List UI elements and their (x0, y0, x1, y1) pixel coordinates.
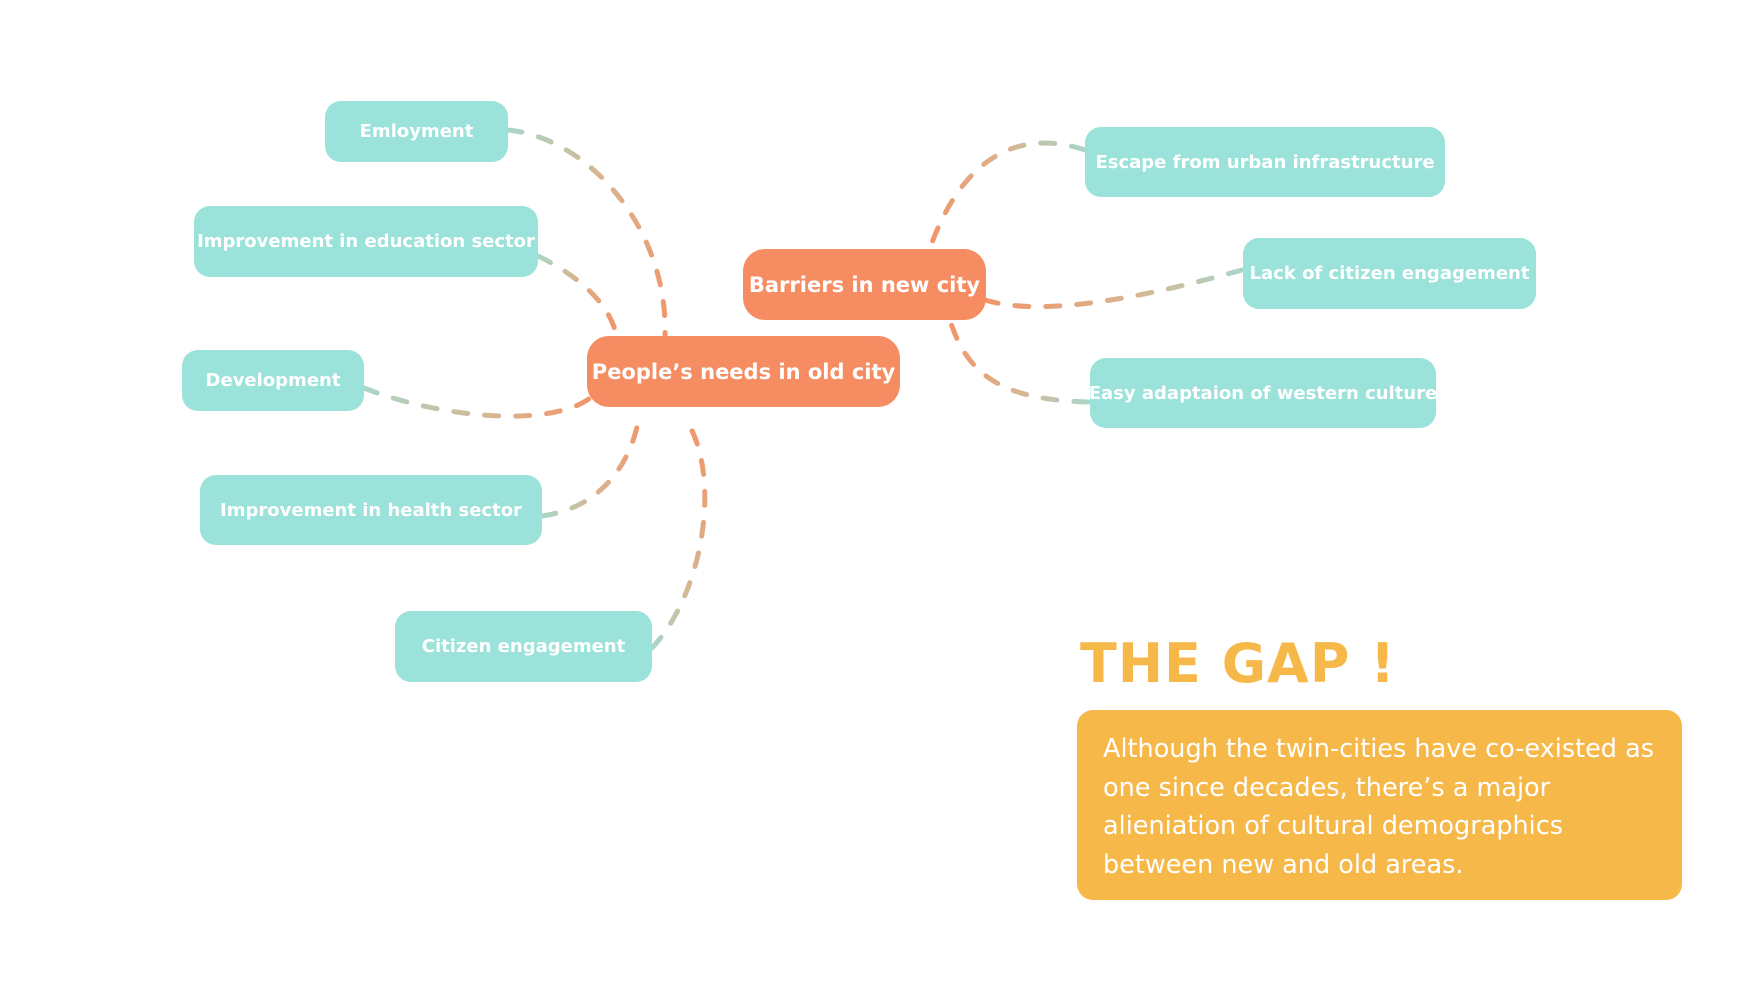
link-education (535, 253, 618, 333)
need-citizen-engagement: Citizen engagement (395, 611, 652, 682)
gap-heading: THE GAP ! (1080, 632, 1396, 695)
need-education: Improvement in education sector (194, 206, 538, 277)
barrier-western-culture: Easy adaptaion of western culture (1089, 358, 1437, 428)
barrier-lack-engagement: Lack of citizen engagement (1243, 238, 1536, 309)
barrier-escape-infrastructure: Escape from urban infrastructure (1085, 127, 1445, 197)
need-development: Development (182, 350, 364, 411)
link-employment (505, 127, 668, 338)
link-citizen (649, 414, 708, 651)
hub-old-city-needs: People’s needs in old city (587, 336, 900, 407)
link-lack (982, 267, 1245, 310)
link-development (361, 385, 593, 419)
gap-description: Although the twin-cities have co-existed… (1077, 710, 1682, 900)
need-health: Improvement in health sector (200, 475, 542, 545)
need-employment: Emloyment (325, 101, 508, 162)
link-easy (947, 317, 1091, 405)
link-escape (927, 140, 1088, 251)
hub-new-city-barriers: Barriers in new city (743, 249, 986, 320)
link-health (539, 409, 643, 519)
